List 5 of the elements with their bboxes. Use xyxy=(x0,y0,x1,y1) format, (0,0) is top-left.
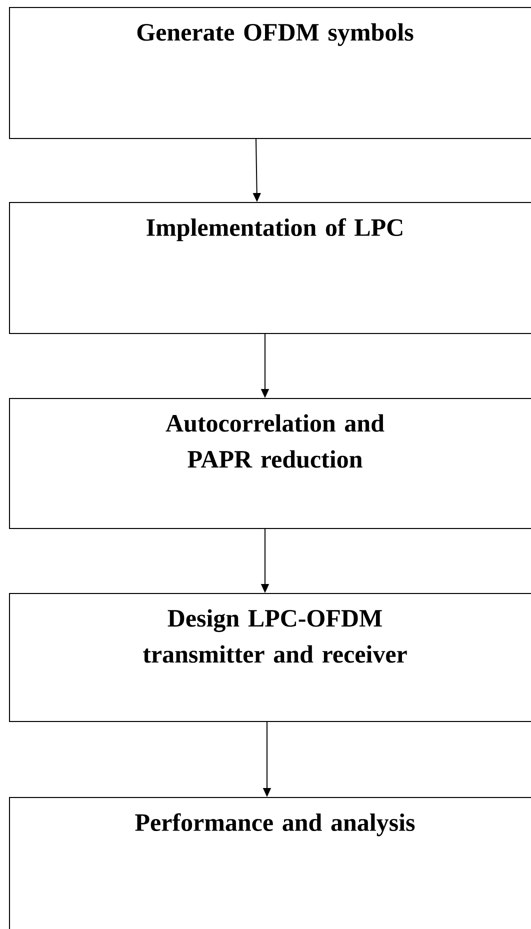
process-box: Autocorrelation and PAPR reduction xyxy=(9,398,531,529)
process-box: Design LPC-OFDM transmitter and receiver xyxy=(9,593,531,722)
process-box: Generate OFDM symbols xyxy=(9,7,531,139)
process-box: Performance and analysis xyxy=(9,797,531,929)
process-box: Implementation of LPC xyxy=(9,202,531,334)
